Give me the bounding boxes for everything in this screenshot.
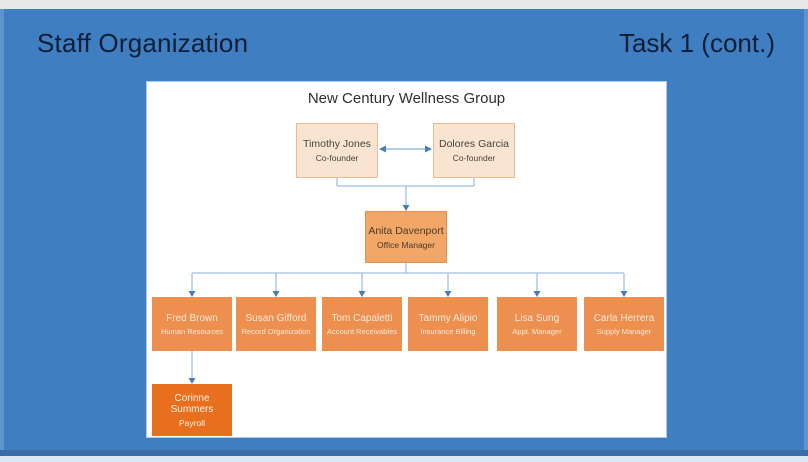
org-node-supply-manager: Carla Herrera Supply Manager	[584, 297, 664, 351]
arrow-down-icon	[358, 291, 366, 297]
org-node-record-organization: Susan Gifford Record Organization	[236, 297, 316, 351]
person-name: Dolores Garcia	[438, 138, 510, 150]
slide-task-label: Task 1 (cont.)	[618, 28, 775, 58]
person-role: Appt. Manager	[512, 326, 562, 336]
arrow-right-icon	[425, 145, 432, 153]
person-role: Account Receivables	[326, 326, 398, 336]
person-role: Insurance Billing	[420, 326, 476, 336]
left-edge-strip	[0, 9, 4, 455]
person-name: Anita Davenport	[368, 224, 444, 237]
person-name: Susan Gifford	[245, 312, 307, 324]
person-name: Tom Capaletti	[331, 312, 393, 324]
org-node-insurance-billing: Tammy Alipio Insurance Billing	[408, 297, 488, 351]
bottom-dark-strip	[0, 450, 808, 456]
arrow-down-icon	[533, 291, 541, 297]
arrow-down-icon	[620, 291, 628, 297]
arrow-down-icon	[188, 378, 196, 384]
person-role: Co-founder	[452, 153, 496, 163]
person-name: Carla Herrera	[593, 312, 655, 324]
arrow-left-icon	[379, 145, 386, 153]
person-role: Record Organization	[241, 326, 311, 336]
org-node-co-founder-2: Dolores Garcia Co-founder	[433, 123, 515, 178]
person-name: Timothy Jones	[303, 138, 371, 150]
person-role: Supply Manager	[596, 326, 652, 336]
org-node-appt-manager: Lisa Sung Appt. Manager	[497, 297, 577, 351]
arrow-down-icon	[402, 205, 410, 211]
org-node-human-resources: Fred Brown Human Resources	[152, 297, 232, 351]
right-edge-strip	[804, 9, 808, 455]
person-name: Corinne Summers	[170, 392, 214, 415]
person-name: Lisa Sung	[514, 312, 560, 324]
arrow-down-icon	[188, 291, 196, 297]
org-node-co-founder-1: Timothy Jones Co-founder	[296, 123, 378, 178]
connector-lines	[188, 145, 628, 384]
arrow-down-icon	[272, 291, 280, 297]
top-gray-strip	[0, 0, 808, 9]
person-role: Co-founder	[315, 153, 359, 163]
person-role: Office Manager	[377, 239, 435, 250]
person-role: Payroll	[179, 417, 205, 428]
org-chart-canvas: New Century Wellness Group	[146, 81, 667, 438]
org-node-account-receivables: Tom Capaletti Account Receivables	[322, 297, 402, 351]
bottom-light-strip	[0, 456, 808, 462]
org-node-office-manager: Anita Davenport Office Manager	[365, 211, 447, 263]
arrow-down-icon	[444, 291, 452, 297]
org-chart-title: New Century Wellness Group	[307, 90, 506, 107]
person-name: Fred Brown	[166, 312, 218, 324]
slide-title: Staff Organization	[37, 28, 249, 58]
person-name: Tammy Alipio	[418, 312, 478, 324]
person-role: Human Resources	[160, 326, 224, 336]
org-node-payroll: Corinne Summers Payroll	[152, 384, 232, 436]
